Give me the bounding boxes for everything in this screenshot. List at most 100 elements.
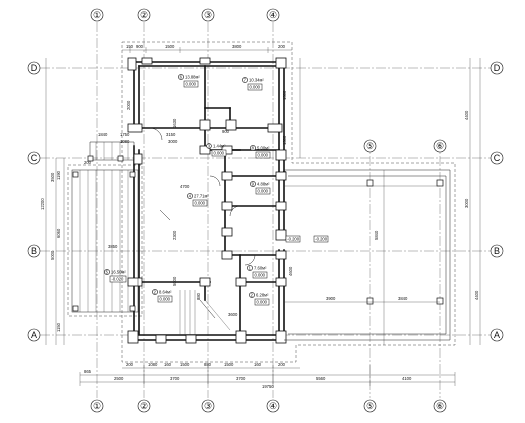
- dim-bot1-0: 200: [126, 362, 134, 367]
- room-8-label: 8 5.00м² 0.000: [250, 145, 271, 159]
- room-1-label: 1 7.60м² 0.000: [247, 265, 268, 279]
- dim-misc-8: 3600: [228, 312, 238, 317]
- room-3-level: 0.000: [214, 151, 225, 156]
- room-2b-label: 2 6.28м² 0.000: [249, 292, 270, 306]
- dim-bot2-0: 2500: [114, 376, 124, 381]
- axis-left-a: A: [31, 330, 37, 340]
- room-3-area: 1.44м²: [213, 144, 226, 149]
- room-8-level: 0.000: [258, 153, 269, 158]
- dim-left-2: 5000: [50, 250, 55, 260]
- dimension-texts: 150 900 1500 3800 200 200 1080 160 1500 …: [40, 44, 479, 389]
- dim-misc-16: 900: [222, 129, 230, 134]
- dim-misc-10: 2300: [172, 230, 177, 240]
- axis-bottom-5: ⑤: [366, 401, 374, 411]
- dim-bot2-2: 5560: [316, 376, 326, 381]
- dim-misc-5: 4700: [180, 184, 190, 189]
- dim-bot1-3: 1500: [180, 362, 190, 367]
- dim-bot1-4: 880: [204, 362, 212, 367]
- veranda-left: [71, 141, 139, 313]
- room-3-label: 3 1.44м² 0.000: [206, 143, 227, 157]
- room-7-num: 7: [244, 78, 247, 83]
- axis-markers-right: D C B A: [490, 61, 504, 342]
- dim-top-2: 1500: [165, 44, 175, 49]
- room-7-label: 7 10.34м² 0.000: [242, 77, 264, 91]
- axis-right-d: D: [494, 63, 501, 73]
- room-2a-level: 0.000: [160, 297, 171, 302]
- dim-misc-21: 200: [84, 160, 92, 165]
- dim-bot1-2: 160: [164, 362, 172, 367]
- dim-right-2: 4400: [474, 290, 479, 300]
- dim-right-1: 3000: [464, 198, 469, 208]
- axis-left-b: B: [31, 246, 37, 256]
- axis-top-3: ③: [204, 10, 212, 20]
- room-2b-level: 0.000: [257, 300, 268, 305]
- dim-misc-7: 3840: [398, 296, 408, 301]
- dim-misc-12: 6060: [56, 228, 61, 238]
- dim-misc-4: 1840: [98, 132, 108, 137]
- axis-bottom-2: ②: [140, 401, 148, 411]
- axis-bottom-4: ④: [269, 401, 277, 411]
- axis-top-6: ⑥: [436, 141, 444, 151]
- dim-left-0: 12200: [40, 198, 45, 210]
- axis-top-5: ⑤: [366, 141, 374, 151]
- room-6-area: 13.88м²: [185, 75, 200, 80]
- dim-misc-3: 1080: [120, 139, 130, 144]
- dim-right-0: 4400: [464, 110, 469, 120]
- axis-markers-bottom: ① ② ③ ④ ⑤ ⑥: [90, 399, 447, 413]
- room-1-num: 1: [249, 266, 252, 271]
- dim-bot1-6: 160: [254, 362, 262, 367]
- axis-markers-top: ① ② ③ ④ ⑤ ⑥: [90, 8, 447, 153]
- room-7-area: 10.34м²: [249, 78, 264, 83]
- room-8-area: 5.00м²: [257, 146, 270, 151]
- room-4-num: 4: [189, 194, 192, 199]
- room-2a-area: 8.64м²: [159, 290, 172, 295]
- room-9-num: 9: [252, 182, 255, 187]
- level-marks: -0.200 -0.200: [285, 235, 329, 243]
- axis-top-4: ④: [269, 10, 277, 20]
- dim-bot2-3: 4100: [402, 376, 412, 381]
- dim-top-1: 900: [136, 44, 144, 49]
- dim-bot1-5: 1500: [224, 362, 234, 367]
- room-1-level: 0.000: [255, 273, 266, 278]
- axis-bottom-3: ③: [204, 401, 212, 411]
- dim-misc-24: 4600: [288, 266, 293, 276]
- room-2b-num: 2: [251, 293, 254, 298]
- terrace-right: [284, 169, 451, 341]
- dim-left-1: 3500: [50, 172, 55, 182]
- room-6-level: 0.000: [186, 82, 197, 87]
- dim-bot1-7: 200: [278, 362, 286, 367]
- room-5-level: -0.020: [112, 277, 125, 282]
- axis-right-c: C: [494, 153, 501, 163]
- doors: [149, 127, 256, 335]
- axis-bottom-1: ①: [93, 401, 101, 411]
- room-4-label: 4 27.71м² 0.000: [187, 193, 209, 207]
- room-5-num: 5: [106, 270, 109, 275]
- dim-bot-total: 19750: [262, 384, 274, 389]
- room-labels: 6 13.88м² 0.000 7 10.34м² 0.000 8 5.00м²…: [104, 74, 271, 306]
- dim-misc-20: 880: [196, 292, 201, 300]
- room-5-label: 5 16.50м² -0.020: [104, 269, 126, 283]
- dim-bot2-1b: 3700: [236, 376, 246, 381]
- room-2a-num: 2: [154, 290, 157, 295]
- room-3-num: 3: [208, 144, 211, 149]
- dim-bot-left: 865: [84, 369, 92, 374]
- axis-left-c: C: [31, 153, 38, 163]
- walls: [133, 61, 285, 341]
- dim-misc-13: 5840: [374, 230, 379, 240]
- room-7-level: 0.000: [250, 85, 261, 90]
- dim-misc-25: 3850: [108, 244, 118, 249]
- room-2b-area: 6.28м²: [256, 293, 269, 298]
- axis-left-d: D: [31, 63, 38, 73]
- axis-top-2: ②: [140, 10, 148, 20]
- room-6-num: 6: [180, 75, 183, 80]
- dim-misc-1: 3000: [168, 139, 178, 144]
- dim-misc-22: 1630: [172, 118, 177, 128]
- level-mark-2: -0.200: [315, 237, 328, 242]
- room-2a-label: 2 8.64м² 0.000: [152, 289, 173, 303]
- room-4-level: 0.000: [195, 201, 206, 206]
- axis-right-b: B: [494, 246, 500, 256]
- dim-misc-23: 5000: [172, 276, 177, 286]
- dim-misc-0: 3150: [166, 132, 176, 137]
- axis-markers-left: D C B A: [27, 61, 41, 342]
